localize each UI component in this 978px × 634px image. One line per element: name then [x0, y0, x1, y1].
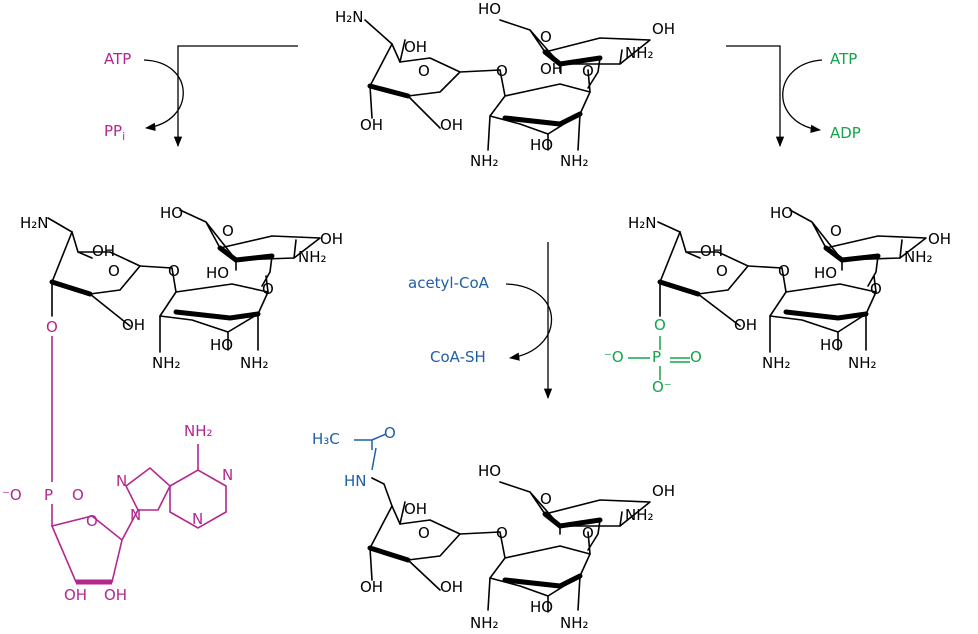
phosphorylated-group: NH₂: [848, 354, 877, 372]
phosphate-anion: O⁻: [652, 378, 672, 396]
substrate-group: NH₂: [625, 44, 654, 62]
acetylated-group: NH₂: [625, 506, 654, 524]
acetylation-reagent-out: CoA-SH: [430, 348, 486, 366]
acetylated-group: HO: [530, 598, 553, 616]
adenylated-group: HO: [210, 336, 233, 354]
furanose-oxygen: O: [86, 512, 98, 530]
substrate-group: OH: [652, 20, 675, 38]
phosphorus-atom: P: [652, 348, 661, 366]
linker-oxygen: O: [778, 262, 790, 280]
adenylated-group: NH₂: [152, 354, 181, 372]
ring-oxygen: O: [540, 28, 552, 46]
substrate-group: HO: [530, 136, 553, 154]
phosphorylated-group: OH: [928, 230, 951, 248]
adenylated-labels: H₂N OH HO HO OH NH₂ OH NH₂ HO NH₂ O O O …: [20, 204, 343, 372]
adenylated-group: OH: [122, 316, 145, 334]
phosphoryl-oxygen: O: [690, 348, 702, 366]
ring-oxygen: O: [716, 262, 728, 280]
substrate-group: H₂N: [335, 8, 364, 26]
linker-oxygen: O: [496, 62, 508, 80]
adenylation-reagent-in: ATP: [104, 50, 131, 68]
phosphorylation-reagent-out: ADP: [830, 124, 861, 142]
phosphorylated-group: H₂N: [628, 214, 657, 232]
ring-oxygen: O: [418, 62, 430, 80]
ring-oxygen: O: [418, 524, 430, 542]
amide-nitrogen: HN: [344, 472, 367, 490]
adenine-nitrogen: N: [116, 472, 127, 490]
ring-oxygen: O: [830, 222, 842, 240]
arrow-acetylation: [505, 242, 553, 400]
adenylation-reagent-out: PPi: [104, 122, 125, 143]
linker-oxygen: O: [582, 62, 594, 80]
ring-oxygen: O: [540, 490, 552, 508]
acetylated-molecule: [367, 477, 651, 613]
acetylated-group: HO: [478, 462, 501, 480]
substrate-group: NH₂: [560, 152, 589, 170]
phosphorus-atom: P: [44, 486, 53, 504]
acetylated-group: OH: [360, 578, 383, 596]
acetyl-group: H₃C O HN: [312, 424, 396, 490]
ester-oxygen: O: [654, 316, 666, 334]
phosphate-group: O ⁻O P O O⁻: [604, 316, 702, 396]
adenylated-group: H₂N: [20, 214, 49, 232]
phosphorylated-group: NH₂: [904, 248, 933, 266]
adenylated-group: NH₂: [240, 354, 269, 372]
linker-oxygen: O: [262, 280, 274, 298]
adenylated-group: OH: [320, 230, 343, 248]
acetylated-group: NH₂: [560, 614, 589, 632]
adenylated-molecule: [47, 209, 321, 353]
phosphorylated-group: OH: [700, 242, 723, 260]
acetylated-group: OH: [652, 482, 675, 500]
acetylation-reagent-in: acetyl-CoA: [408, 274, 490, 292]
ring-oxygen: O: [222, 222, 234, 240]
phosphorylated-molecule: [657, 209, 927, 353]
phosphorylated-group: HO: [820, 336, 843, 354]
adenylated-group: NH₂: [298, 248, 327, 266]
phosphate-anion: ⁻O: [2, 486, 22, 504]
ester-oxygen: O: [46, 318, 58, 336]
ribose-hydroxyl: OH: [104, 586, 127, 604]
adenylated-group: OH: [92, 242, 115, 260]
linker-oxygen: O: [168, 262, 180, 280]
arrow-adenylation: [143, 45, 298, 148]
adenylated-group: HO: [160, 204, 183, 222]
adenine-nitrogen: N: [222, 466, 233, 484]
acetylated-group: OH: [404, 500, 427, 518]
adenylate-group: O ⁻O P O O OH OH NH₂ N N N N: [2, 318, 233, 604]
substrate-group: OH: [440, 116, 463, 134]
phosphate-anion: ⁻O: [604, 348, 624, 366]
acetylated-group: NH₂: [470, 614, 499, 632]
adenine-nitrogen: N: [130, 506, 141, 524]
substrate-group: NH₂: [470, 152, 499, 170]
adenine-nitrogen: N: [192, 510, 203, 528]
adenylated-group: HO: [206, 264, 229, 282]
substrate-molecule: [364, 19, 651, 151]
carbonyl-oxygen: O: [384, 424, 396, 442]
ribose-hydroxyl: OH: [64, 586, 87, 604]
phosphorylated-labels: H₂N OH HO HO OH NH₂ OH NH₂ HO NH₂ O O O …: [628, 204, 951, 372]
adenine-amine: NH₂: [184, 422, 213, 440]
acetylated-labels: OH HO OH OH OH NH₂ HO NH₂ NH₂ O O O O: [360, 462, 675, 632]
phosphorylated-group: HO: [814, 264, 837, 282]
acetylated-group: OH: [440, 578, 463, 596]
phosphorylated-group: HO: [770, 204, 793, 222]
phosphorylation-reagent-in: ATP: [830, 50, 857, 68]
phosphorylated-group: OH: [734, 316, 757, 334]
substrate-group: OH: [540, 60, 563, 78]
phosphoryl-oxygen: O: [72, 486, 84, 504]
linker-oxygen: O: [870, 280, 882, 298]
substrate-group: HO: [478, 0, 501, 18]
substrate-labels: H₂N OH HO OH OH OH OH NH₂ NH₂ HO NH₂ O O…: [335, 0, 675, 170]
arrow-phosphorylation: [726, 45, 823, 148]
substrate-group: OH: [404, 38, 427, 56]
phosphorylated-group: NH₂: [762, 354, 791, 372]
linker-oxygen: O: [582, 524, 594, 542]
ring-oxygen: O: [108, 262, 120, 280]
linker-oxygen: O: [496, 524, 508, 542]
methyl-group: H₃C: [312, 430, 340, 448]
substrate-group: OH: [360, 116, 383, 134]
